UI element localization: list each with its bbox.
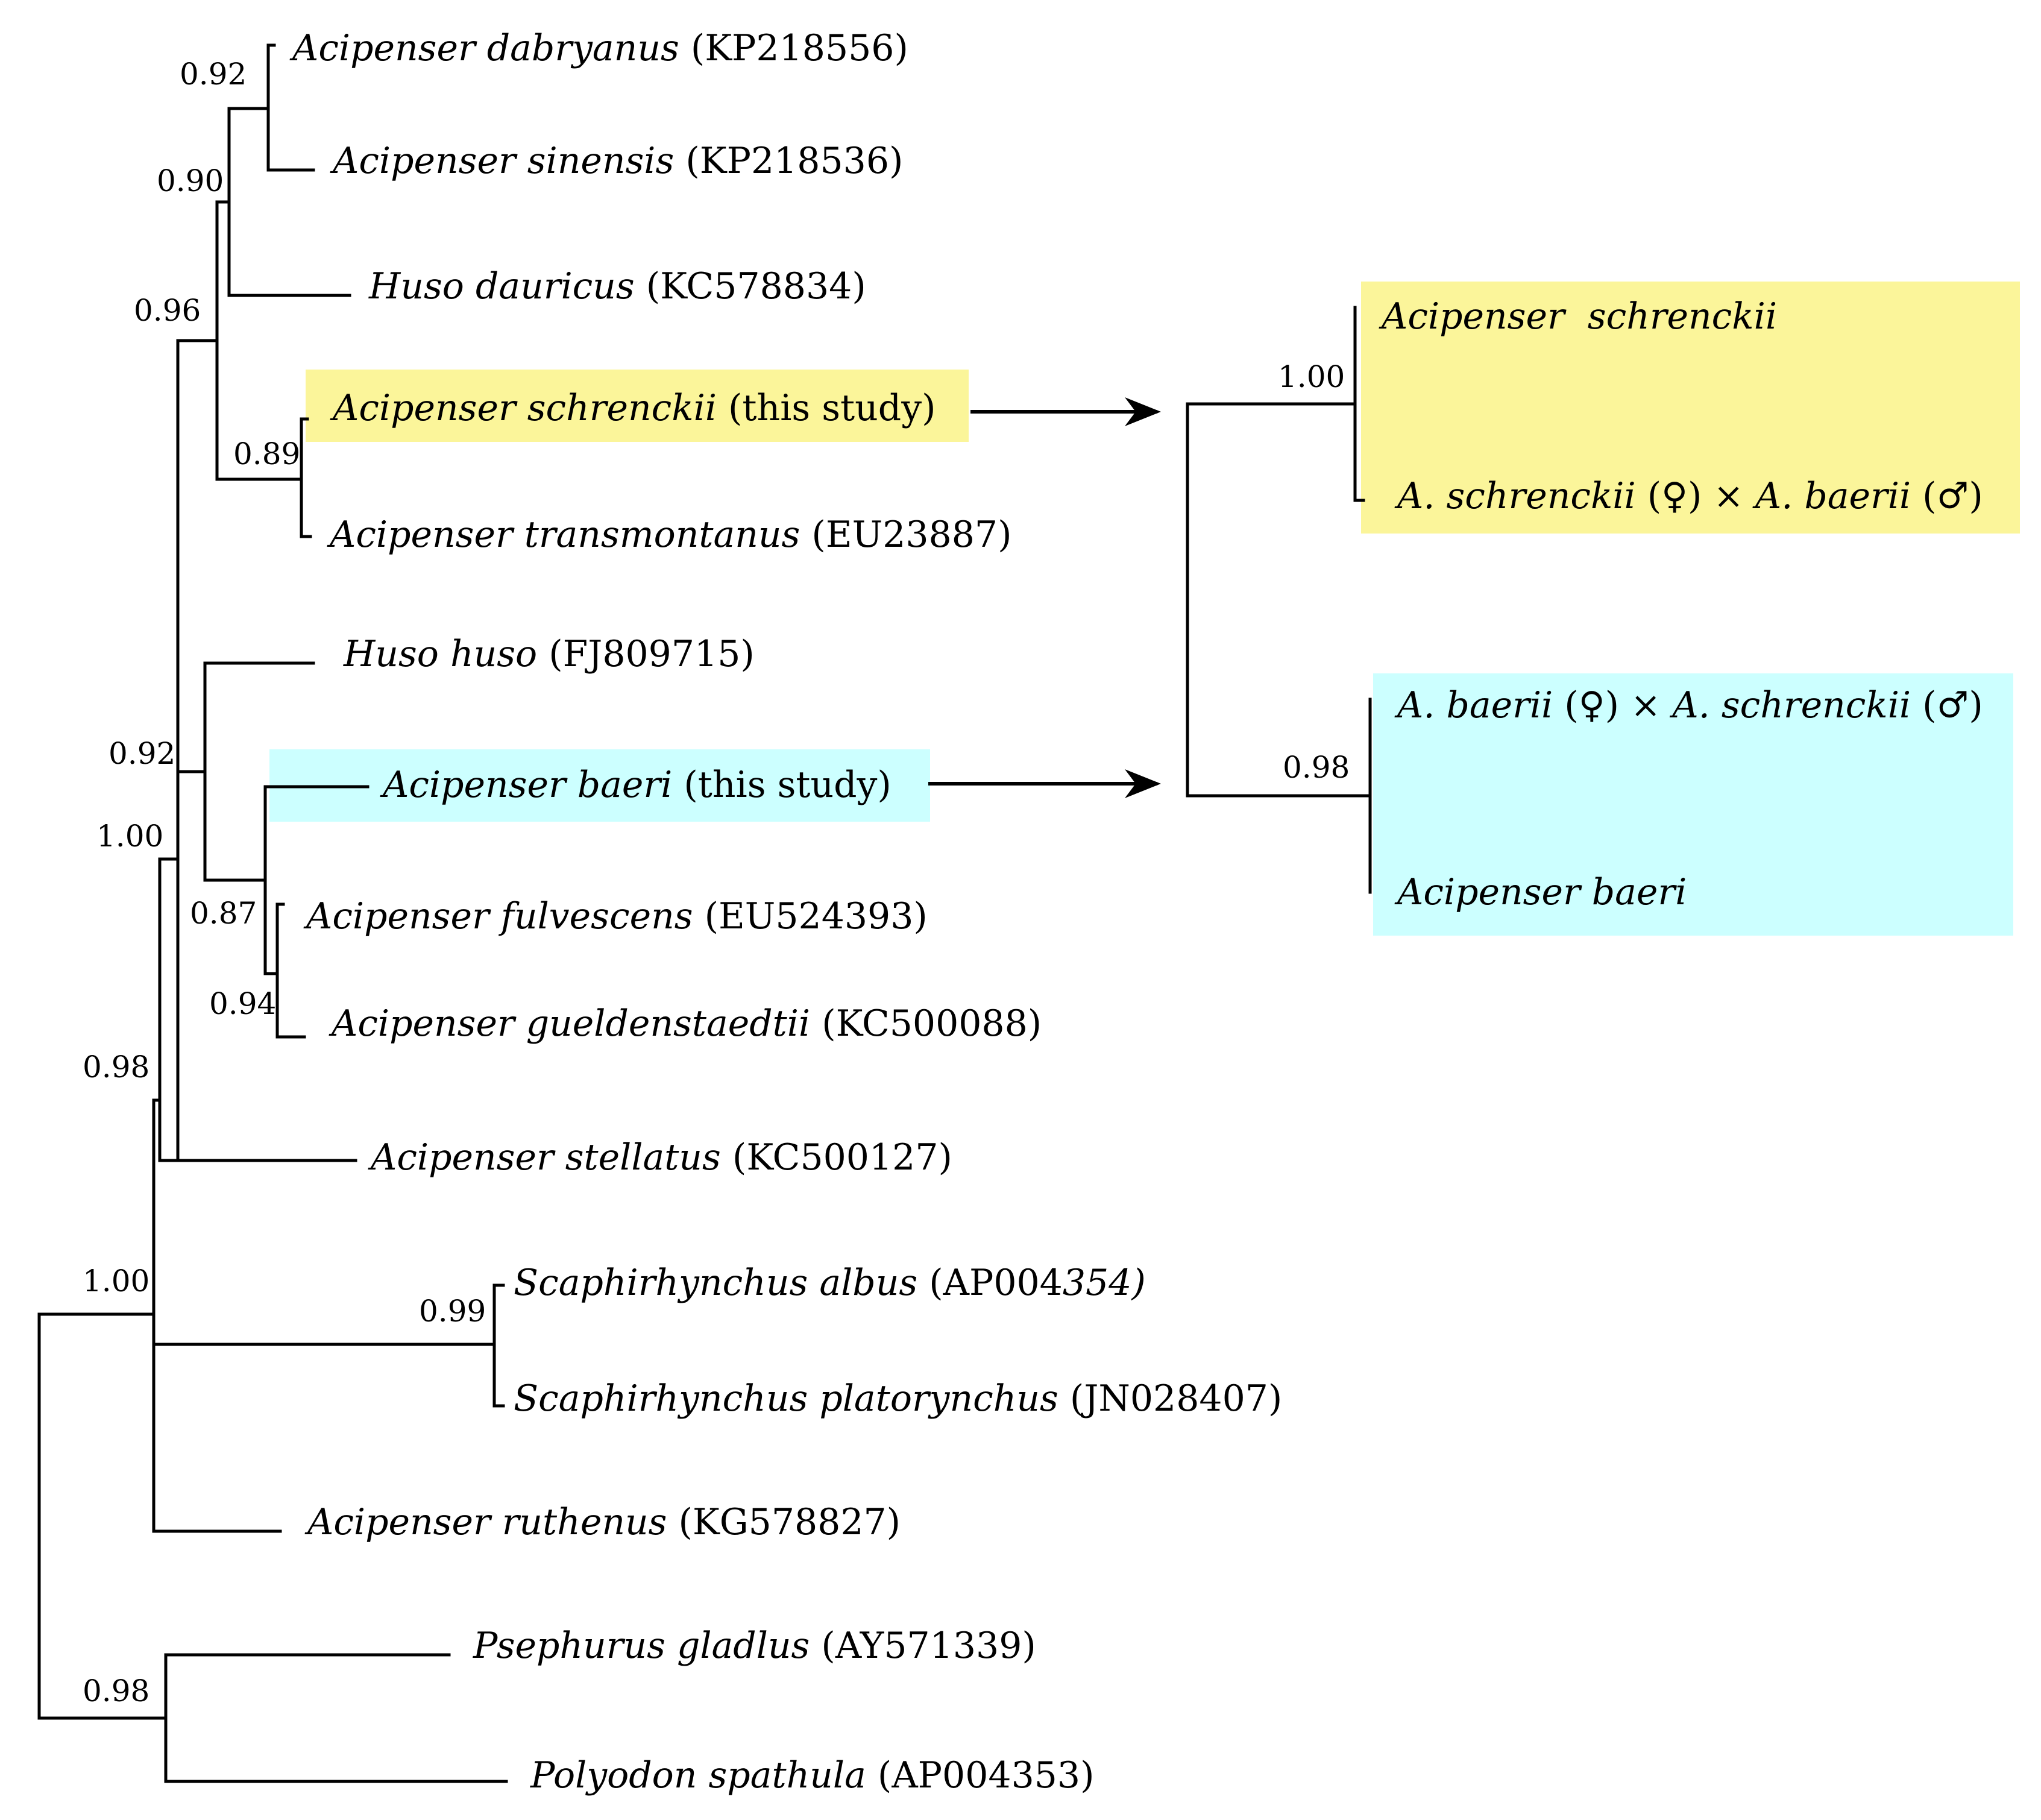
right-taxon-label: A. baerii (♀) × A. schrenckii (♂) <box>1397 684 1983 726</box>
arrows <box>928 397 1161 798</box>
right-taxon-label: Acipenser baeri <box>1397 871 1687 913</box>
support-value: 1.00 <box>83 1264 150 1299</box>
taxon-label: Acipenser schrenckii (this study) <box>333 387 936 429</box>
taxon-label: Acipenser gueldenstaedtii (KC500088) <box>332 1003 1042 1045</box>
support-value: 0.94 <box>209 986 277 1021</box>
right-taxon-label: Acipenser schrenckii <box>1382 295 1778 338</box>
support-value: 0.87 <box>190 896 257 931</box>
support-value: 0.90 <box>157 163 224 198</box>
taxon-label: Acipenser transmontanus (EU23887) <box>330 514 1012 556</box>
taxon-label: Acipenser sinensis (KP218536) <box>333 140 904 182</box>
taxon-label: Acipenser stellatus (KC500127) <box>371 1136 952 1179</box>
support-value: 0.89 <box>233 436 301 471</box>
taxon-label: Acipenser baeri (this study) <box>383 764 892 806</box>
highlight-baeri <box>269 749 930 822</box>
support-value: 0.92 <box>180 57 247 92</box>
taxon-label: Acipenser ruthenus (KG578827) <box>307 1501 901 1543</box>
highlight-right-cyan <box>1373 673 2013 936</box>
support-value: 0.98 <box>1283 750 1350 785</box>
support-value: 0.98 <box>83 1674 150 1708</box>
support-value: 0.92 <box>108 736 176 771</box>
support-value: 1.00 <box>1278 359 1345 394</box>
tree-branches <box>37 43 1372 1783</box>
highlight-schrenckii <box>306 370 969 442</box>
taxon-label: Psephurus gladlus (AY571339) <box>473 1625 1036 1667</box>
support-value: 0.96 <box>134 293 201 328</box>
taxon-label: Scaphirhynchus platorynchus (JN028407) <box>514 1378 1283 1420</box>
taxon-label: Scaphirhynchus albus (AP004354) <box>514 1262 1146 1304</box>
right-taxon-label: A. schrenckii (♀) × A. baerii (♂) <box>1397 475 1983 517</box>
taxon-label: Huso dauricus (KC578834) <box>369 265 866 307</box>
support-value: 0.98 <box>83 1050 150 1085</box>
support-value: 1.00 <box>96 819 164 854</box>
taxon-label: Huso huso (FJ809715) <box>344 633 755 675</box>
taxon-label: Polyodon spathula (AP004353) <box>530 1754 1095 1796</box>
taxon-label: Acipenser dabryanus (KP218556) <box>292 27 908 69</box>
highlight-right-yellow <box>1361 282 2020 534</box>
support-value: 0.99 <box>419 1294 486 1329</box>
taxon-label: Acipenser fulvescens (EU524393) <box>306 895 928 937</box>
